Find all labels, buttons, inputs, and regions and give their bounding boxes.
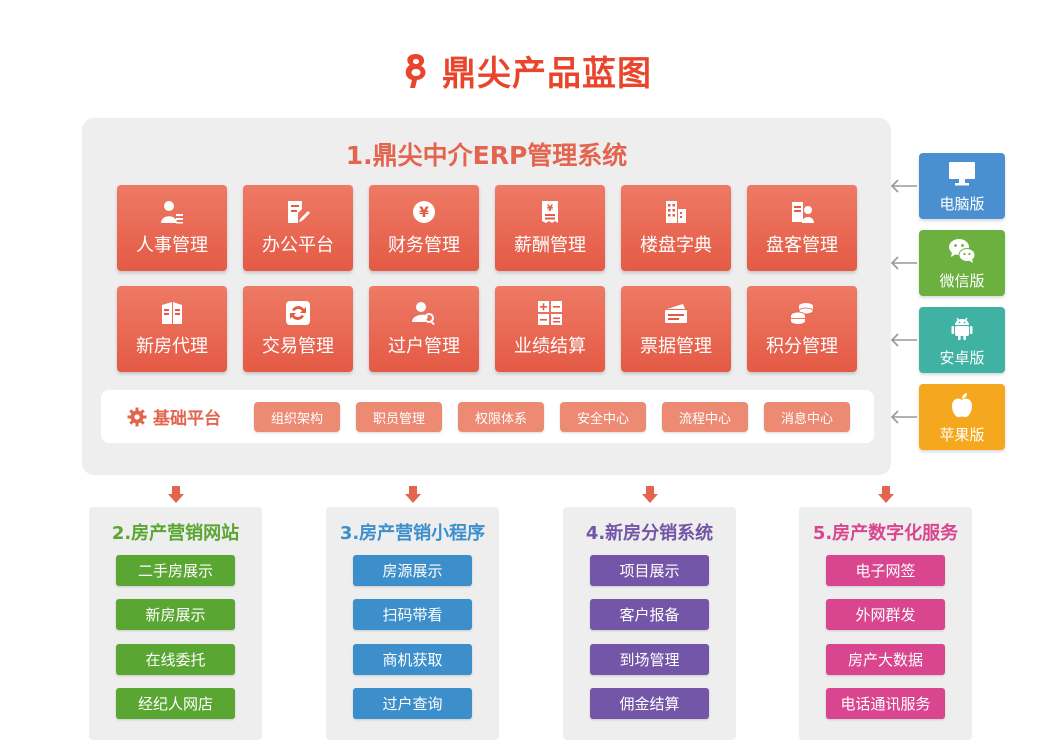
gear-icon <box>127 407 147 426</box>
module-label: 办公平台 <box>262 235 334 256</box>
module-label: 积分管理 <box>766 336 838 357</box>
person-search-icon <box>412 302 435 326</box>
svg-text:¥: ¥ <box>547 204 554 214</box>
subsystem-title: 4.新房分销系统 <box>585 523 714 544</box>
module-transaction[interactable]: 交易管理 <box>243 286 353 372</box>
module-finance[interactable]: ¥ 财务管理 <box>369 185 479 271</box>
subsystem-item[interactable]: 扫码带看 <box>353 599 472 630</box>
arrow-left-icon <box>890 410 917 424</box>
platform-apple[interactable]: 苹果版 <box>919 384 1005 450</box>
coins-icon <box>790 303 814 324</box>
subsystem-item[interactable]: 项目展示 <box>590 555 709 586</box>
module-label: 财务管理 <box>388 235 460 256</box>
module-performance[interactable]: 业绩结算 <box>495 286 605 372</box>
building-icon <box>666 201 686 223</box>
person-icon <box>161 201 183 224</box>
arrow-left-icon <box>890 333 917 347</box>
platform-label: 电脑版 <box>939 194 985 213</box>
module-label: 票据管理 <box>640 336 712 357</box>
exchange-icon <box>286 301 310 325</box>
erp-title: 1.鼎尖中介ERP管理系统 <box>345 141 628 170</box>
subsystem-title: 3.房产营销小程序 <box>339 523 486 544</box>
module-points[interactable]: 积分管理 <box>747 286 857 372</box>
subsystem-title: 5.房产数字化服务 <box>812 523 959 544</box>
subsystem-digital-service: 5.房产数字化服务 电子网签 外网群发 房产大数据 电话通讯服务 <box>799 507 972 740</box>
platform-android[interactable]: 安卓版 <box>919 307 1005 373</box>
platform-label: 微信版 <box>939 271 985 290</box>
subsystem-item[interactable]: 经纪人网店 <box>116 688 235 719</box>
title-text: 鼎尖产品蓝图 <box>442 54 652 94</box>
base-item-message[interactable]: 消息中心 <box>764 402 850 432</box>
base-platform-bar: 基础平台 组织架构 职员管理 权限体系 安全中心 流程中心 消息中心 <box>101 390 874 443</box>
module-label: 交易管理 <box>262 336 334 357</box>
platform-wechat[interactable]: 微信版 <box>919 230 1005 296</box>
subsystem-item[interactable]: 客户报备 <box>590 599 709 630</box>
module-label: 薪酬管理 <box>514 235 586 256</box>
subsystem-item[interactable]: 在线委托 <box>116 644 235 675</box>
wechat-icon <box>949 238 976 263</box>
platform-desktop[interactable]: 电脑版 <box>919 153 1005 219</box>
subsystem-item[interactable]: 新房展示 <box>116 599 235 630</box>
module-label: 新房代理 <box>136 336 208 357</box>
subsystem-item[interactable]: 外网群发 <box>826 599 945 630</box>
base-item-permission[interactable]: 权限体系 <box>458 402 544 432</box>
module-office[interactable]: 办公平台 <box>243 185 353 271</box>
arrow-left-icon <box>890 256 917 270</box>
module-salary[interactable]: ¥ 薪酬管理 <box>495 185 605 271</box>
subsystem-title: 2.房产营销网站 <box>111 523 240 544</box>
desktop-icon <box>949 161 975 185</box>
edit-document-icon <box>288 201 310 223</box>
svg-text:¥: ¥ <box>419 205 429 221</box>
base-item-workflow[interactable]: 流程中心 <box>662 402 748 432</box>
subsystem-item[interactable]: 到场管理 <box>590 644 709 675</box>
erp-panel: 1.鼎尖中介ERP管理系统 人事管理 办公平台 ¥ 财务管理 ¥ 薪酬管理 楼盘… <box>82 118 891 475</box>
page-title: 鼎尖产品蓝图 <box>0 46 1052 95</box>
arrow-down-icon <box>878 486 894 503</box>
apple-icon <box>952 392 972 417</box>
base-item-staff[interactable]: 职员管理 <box>356 402 442 432</box>
client-card-icon <box>792 202 814 223</box>
subsystem-item[interactable]: 房源展示 <box>353 555 472 586</box>
module-label: 业绩结算 <box>514 336 586 357</box>
salary-receipt-icon: ¥ <box>542 201 558 223</box>
subsystem-item[interactable]: 二手房展示 <box>116 555 235 586</box>
base-item-org[interactable]: 组织架构 <box>254 402 340 432</box>
module-label: 盘客管理 <box>766 235 838 256</box>
arrow-down-icon <box>405 486 421 503</box>
base-item-security[interactable]: 安全中心 <box>560 402 646 432</box>
subsystem-miniprogram: 3.房产营销小程序 房源展示 扫码带看 商机获取 过户查询 <box>326 507 499 740</box>
module-label: 人事管理 <box>136 235 208 256</box>
subsystem-item[interactable]: 佣金结算 <box>590 688 709 719</box>
calculator-icon <box>538 301 562 325</box>
subsystem-distribution: 4.新房分销系统 项目展示 客户报备 到场管理 佣金结算 <box>563 507 736 740</box>
module-label: 楼盘字典 <box>640 235 712 256</box>
android-icon <box>951 317 973 340</box>
new-house-icon <box>162 302 182 324</box>
module-new-house[interactable]: 新房代理 <box>117 286 227 372</box>
platform-label: 安卓版 <box>939 348 985 367</box>
yen-coin-icon: ¥ <box>413 201 435 223</box>
subsystem-item[interactable]: 房产大数据 <box>826 644 945 675</box>
ticket-icon <box>665 304 687 323</box>
module-label: 过户管理 <box>388 336 460 357</box>
base-platform-label: 基础平台 <box>127 404 221 429</box>
subsystem-website: 2.房产营销网站 二手房展示 新房展示 在线委托 经纪人网店 <box>89 507 262 740</box>
arrow-down-icon <box>642 486 658 503</box>
module-hr[interactable]: 人事管理 <box>117 185 227 271</box>
module-client[interactable]: 盘客管理 <box>747 185 857 271</box>
module-building-dict[interactable]: 楼盘字典 <box>621 185 731 271</box>
platform-label: 苹果版 <box>939 425 985 444</box>
arrow-down-icon <box>168 486 184 503</box>
module-transfer[interactable]: 过户管理 <box>369 286 479 372</box>
module-ticket[interactable]: 票据管理 <box>621 286 731 372</box>
brand-logo-icon <box>405 53 426 88</box>
subsystem-item[interactable]: 电子网签 <box>826 555 945 586</box>
subsystem-item[interactable]: 过户查询 <box>353 688 472 719</box>
subsystem-item[interactable]: 电话通讯服务 <box>826 688 945 719</box>
base-platform-title: 基础平台 <box>153 409 221 429</box>
arrow-left-icon <box>890 179 917 193</box>
subsystem-item[interactable]: 商机获取 <box>353 644 472 675</box>
